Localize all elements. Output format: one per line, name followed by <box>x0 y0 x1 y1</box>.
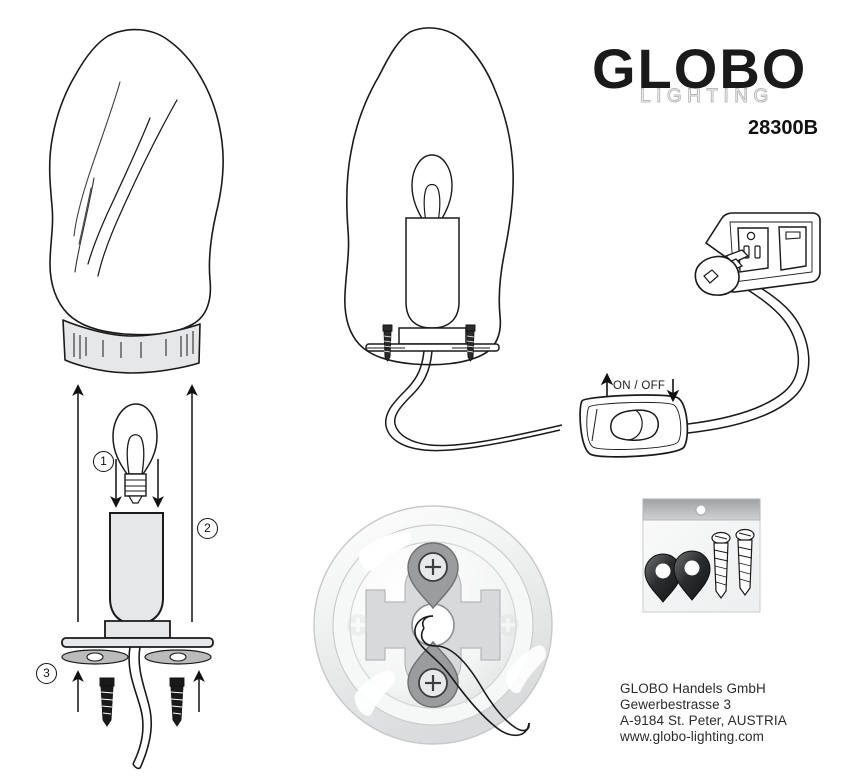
step-marker-2: 2 <box>197 518 218 539</box>
lamp-texture-line-1 <box>97 99 178 277</box>
mount-plate-cutaway <box>365 343 500 352</box>
wall-plug-1-hole <box>655 563 671 579</box>
power-cord <box>384 350 563 452</box>
exploded-bulb-glass <box>112 403 158 475</box>
bag-hang-hole <box>695 504 707 516</box>
model-number: 28300B <box>748 117 819 139</box>
cutaway-screw-right <box>452 324 490 362</box>
switch-rocker-crease <box>626 409 643 441</box>
brand-tagline-lighting: LIGHTING <box>640 85 774 107</box>
figure-finished-lamp <box>48 28 224 374</box>
exploded-bulb <box>112 403 158 504</box>
on-off-label: ON / OFF <box>613 380 666 392</box>
power-plug <box>694 249 750 296</box>
lamp-texture-line-3 <box>73 81 121 237</box>
switch-edge-line <box>591 408 598 442</box>
company-website[interactable]: www.globo-lighting.com <box>620 729 765 744</box>
company-name: GLOBO Handels GmbH <box>620 681 766 696</box>
plate-side-screw-right <box>497 614 519 636</box>
plate-cord <box>414 615 530 737</box>
bulb-glass <box>411 154 453 223</box>
outlet-earth-pin <box>746 231 756 241</box>
socket-body-cutaway <box>405 217 460 329</box>
bracket-center-hole <box>411 603 455 647</box>
exploded-bulb-filament <box>126 434 145 475</box>
lamp-texture-line-4 <box>74 177 95 273</box>
brand-logo-globo: GLOBO <box>592 37 808 100</box>
figure-exploded-assembly <box>61 384 214 770</box>
lamp-body-outline <box>48 28 224 336</box>
wall-plug-2-hole <box>684 560 700 576</box>
company-city: A-9184 St. Peter, AUSTRIA <box>620 713 787 728</box>
switch-rocker[interactable] <box>610 409 659 441</box>
base-band-ribs <box>73 331 194 359</box>
exploded-bulb-cap <box>124 473 147 497</box>
wall-switch-indicator <box>785 231 801 240</box>
figure-inline-switch[interactable] <box>579 394 689 458</box>
exploded-washer-left <box>61 649 129 665</box>
exploded-socket-collar <box>104 620 171 639</box>
step-marker-3: 3 <box>36 663 57 684</box>
bag-screw-2 <box>735 528 755 597</box>
bag-screw-1 <box>711 531 731 600</box>
exploded-screw-right <box>169 677 185 727</box>
figure-lamp-cutaway <box>344 27 514 366</box>
lamp-texture-line-2 <box>87 117 151 265</box>
figure-wall-outlet <box>694 212 821 296</box>
plug-strain-relief <box>703 269 719 284</box>
exploded-socket-body <box>109 512 164 626</box>
plate-highlight-bottom <box>354 670 395 716</box>
lamp-base-band <box>62 319 201 374</box>
figure-mounting-plate-detail <box>313 505 553 745</box>
exploded-mount-plate <box>61 637 214 648</box>
cutaway-screw-left <box>367 324 405 362</box>
onoff-arrows <box>600 372 680 403</box>
outlet-slot-right <box>754 245 761 259</box>
cord-to-plug <box>687 275 810 434</box>
exploded-screw-left <box>99 677 115 727</box>
plate-highlight-right <box>506 645 546 694</box>
bulb-filament <box>423 183 441 223</box>
plate-highlight-top <box>358 530 412 571</box>
plate-side-screw-left <box>347 614 369 636</box>
lamp-texture-line-5 <box>78 187 92 245</box>
socket-collar-cutaway <box>398 327 467 345</box>
exploded-washer-right <box>144 649 212 665</box>
exploded-cord <box>128 646 153 770</box>
figure-hardware-bag <box>642 498 761 613</box>
company-street: Gewerbestrasse 3 <box>620 697 732 712</box>
switch-housing-inner <box>586 401 682 450</box>
exploded-bulb-tip <box>127 495 144 504</box>
step-marker-1: 1 <box>93 451 114 472</box>
